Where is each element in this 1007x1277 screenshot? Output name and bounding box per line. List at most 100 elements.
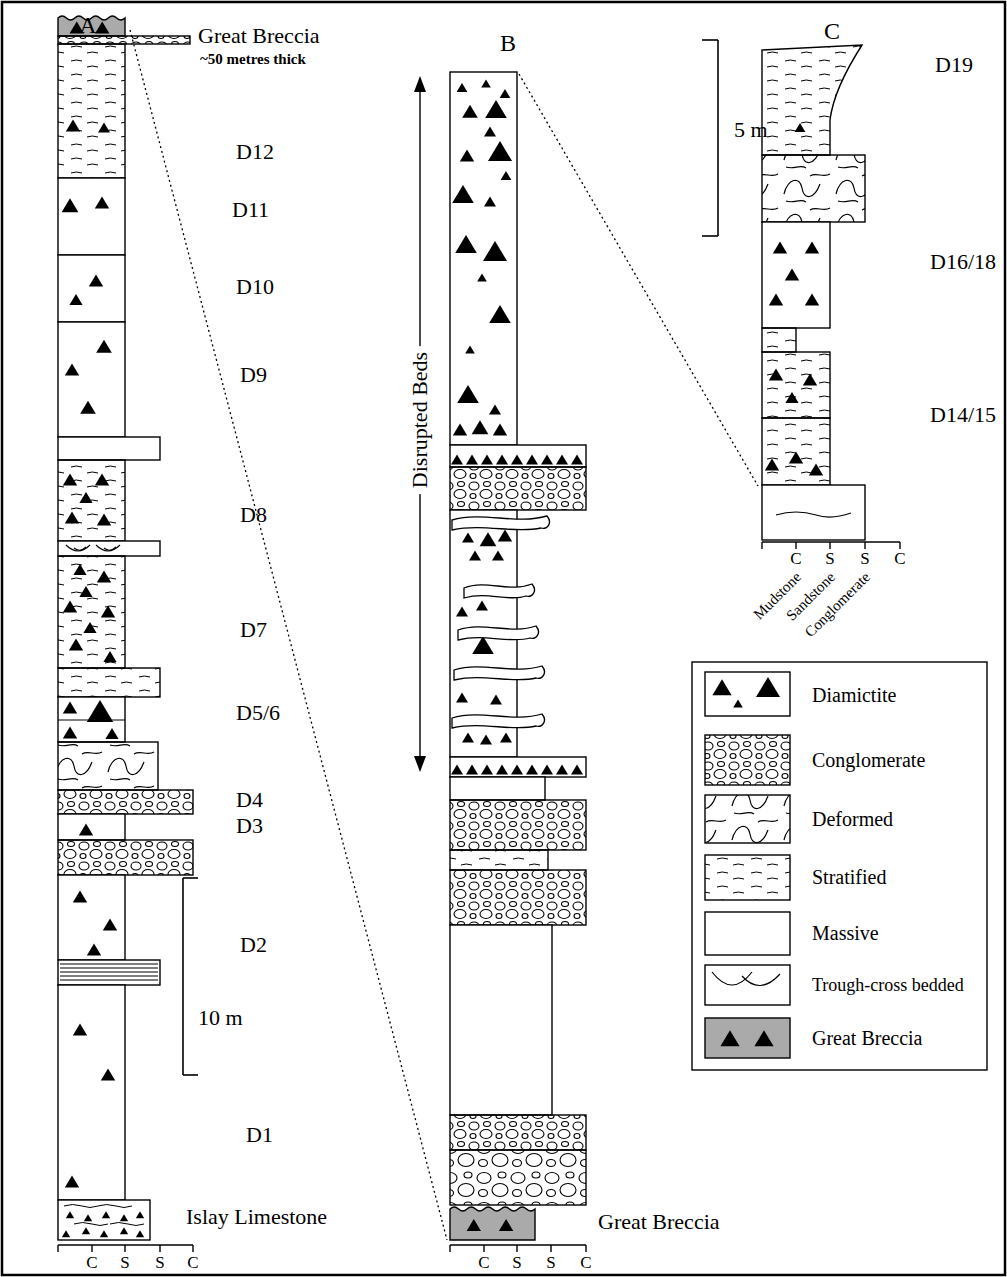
clast-triangle bbox=[795, 123, 806, 132]
clast-triangle bbox=[789, 451, 803, 463]
line bbox=[585, 1245, 586, 1252]
sandstone-lens bbox=[452, 714, 544, 728]
unit-label: D16/18 bbox=[930, 250, 996, 273]
clast-triangle bbox=[467, 1219, 481, 1231]
axis-label: S bbox=[120, 1254, 129, 1272]
column-letter: A bbox=[79, 13, 96, 38]
range-label: Disrupted Beds bbox=[406, 346, 433, 494]
unit-label: Great Breccia bbox=[198, 24, 320, 47]
legend-label: Trough-cross bedded bbox=[812, 976, 964, 995]
clast-triangle bbox=[66, 1211, 74, 1218]
clast-triangle bbox=[96, 340, 112, 353]
bed bbox=[58, 556, 125, 668]
line bbox=[124, 1245, 125, 1252]
bed bbox=[450, 1150, 586, 1205]
clast-triangle bbox=[769, 293, 783, 305]
axis-label: C bbox=[894, 550, 905, 568]
clast-triangle bbox=[472, 420, 489, 434]
unit-label: Great Breccia bbox=[598, 1210, 720, 1233]
unit-label: D9 bbox=[240, 363, 267, 386]
clast-triangle bbox=[73, 564, 86, 575]
axis-label: S bbox=[155, 1254, 164, 1272]
axis-label: S bbox=[860, 550, 869, 568]
clast-triangle bbox=[483, 241, 507, 261]
bed bbox=[58, 437, 160, 460]
clast-triangle bbox=[481, 80, 491, 88]
clast-triangle bbox=[476, 601, 488, 611]
unit-label: D2 bbox=[240, 933, 267, 956]
bed bbox=[450, 800, 586, 850]
clast-triangle bbox=[765, 458, 779, 470]
clast-triangle bbox=[63, 701, 77, 713]
clast-triangle bbox=[484, 127, 496, 137]
clast-triangle bbox=[477, 274, 487, 282]
clast-triangle bbox=[73, 1023, 87, 1035]
clast-triangle bbox=[105, 728, 118, 739]
clast-triangle bbox=[136, 1230, 144, 1237]
bed bbox=[58, 985, 125, 1200]
lamination bbox=[776, 512, 851, 517]
clast-triangle bbox=[785, 392, 798, 403]
clast-triangle bbox=[492, 551, 504, 561]
line bbox=[60, 976, 158, 977]
thickness-note: ~50 metres thick bbox=[200, 52, 306, 68]
legend-swatch bbox=[705, 855, 790, 900]
column-letter: B bbox=[500, 31, 516, 56]
arrow-head bbox=[414, 76, 426, 92]
clast-triangle bbox=[95, 21, 109, 33]
bed bbox=[58, 668, 160, 697]
clast-triangle bbox=[101, 605, 115, 617]
sandstone-lens bbox=[454, 666, 544, 680]
bed bbox=[58, 460, 125, 541]
clast-triangle bbox=[65, 363, 79, 375]
swatch-box bbox=[705, 1018, 790, 1058]
line bbox=[550, 1245, 551, 1252]
clast-triangle bbox=[97, 570, 111, 582]
legend-label: Conglomerate bbox=[812, 750, 925, 771]
clast-triangle bbox=[63, 473, 77, 485]
unit-label: D1 bbox=[246, 1123, 273, 1146]
clast-triangle bbox=[484, 197, 496, 207]
clast-triangle bbox=[511, 765, 523, 775]
axis-label: C bbox=[187, 1254, 198, 1272]
clast-triangle bbox=[103, 918, 117, 930]
bed bbox=[58, 322, 125, 437]
line bbox=[829, 542, 830, 549]
clast-triangle bbox=[79, 823, 93, 835]
bed bbox=[450, 445, 586, 467]
scale-label: 10 m bbox=[198, 1006, 243, 1029]
bed bbox=[58, 840, 193, 875]
line bbox=[130, 30, 447, 1240]
unit-label: D5/6 bbox=[236, 701, 280, 724]
clast-triangle bbox=[87, 700, 113, 722]
great-breccia-bed bbox=[450, 1207, 535, 1240]
bed bbox=[762, 328, 796, 352]
clast-triangle bbox=[65, 511, 79, 523]
clast-triangle bbox=[100, 1230, 108, 1237]
unit-label: D10 bbox=[236, 275, 274, 298]
clast-triangle bbox=[62, 1230, 70, 1237]
clast-triangle bbox=[498, 529, 512, 541]
clast-triangle bbox=[63, 600, 77, 612]
clast-triangle bbox=[462, 733, 474, 743]
line bbox=[60, 980, 158, 981]
bed bbox=[450, 870, 586, 925]
bed bbox=[58, 697, 125, 742]
clast-triangle bbox=[496, 455, 508, 465]
clast-triangle bbox=[541, 765, 553, 775]
bed bbox=[762, 155, 865, 222]
line bbox=[450, 1244, 586, 1245]
legend-box bbox=[692, 662, 987, 1070]
clast-triangle bbox=[805, 293, 819, 305]
lamination bbox=[110, 1223, 144, 1226]
clast-triangle bbox=[451, 455, 463, 465]
bed bbox=[58, 541, 160, 556]
unit-label: D12 bbox=[236, 140, 274, 163]
clast-triangle bbox=[79, 586, 92, 597]
clast-triangle bbox=[769, 368, 783, 380]
clast-triangle bbox=[101, 1068, 115, 1080]
line bbox=[899, 542, 900, 549]
clast-triangle bbox=[452, 185, 474, 203]
unit-label: D19 bbox=[935, 53, 973, 76]
